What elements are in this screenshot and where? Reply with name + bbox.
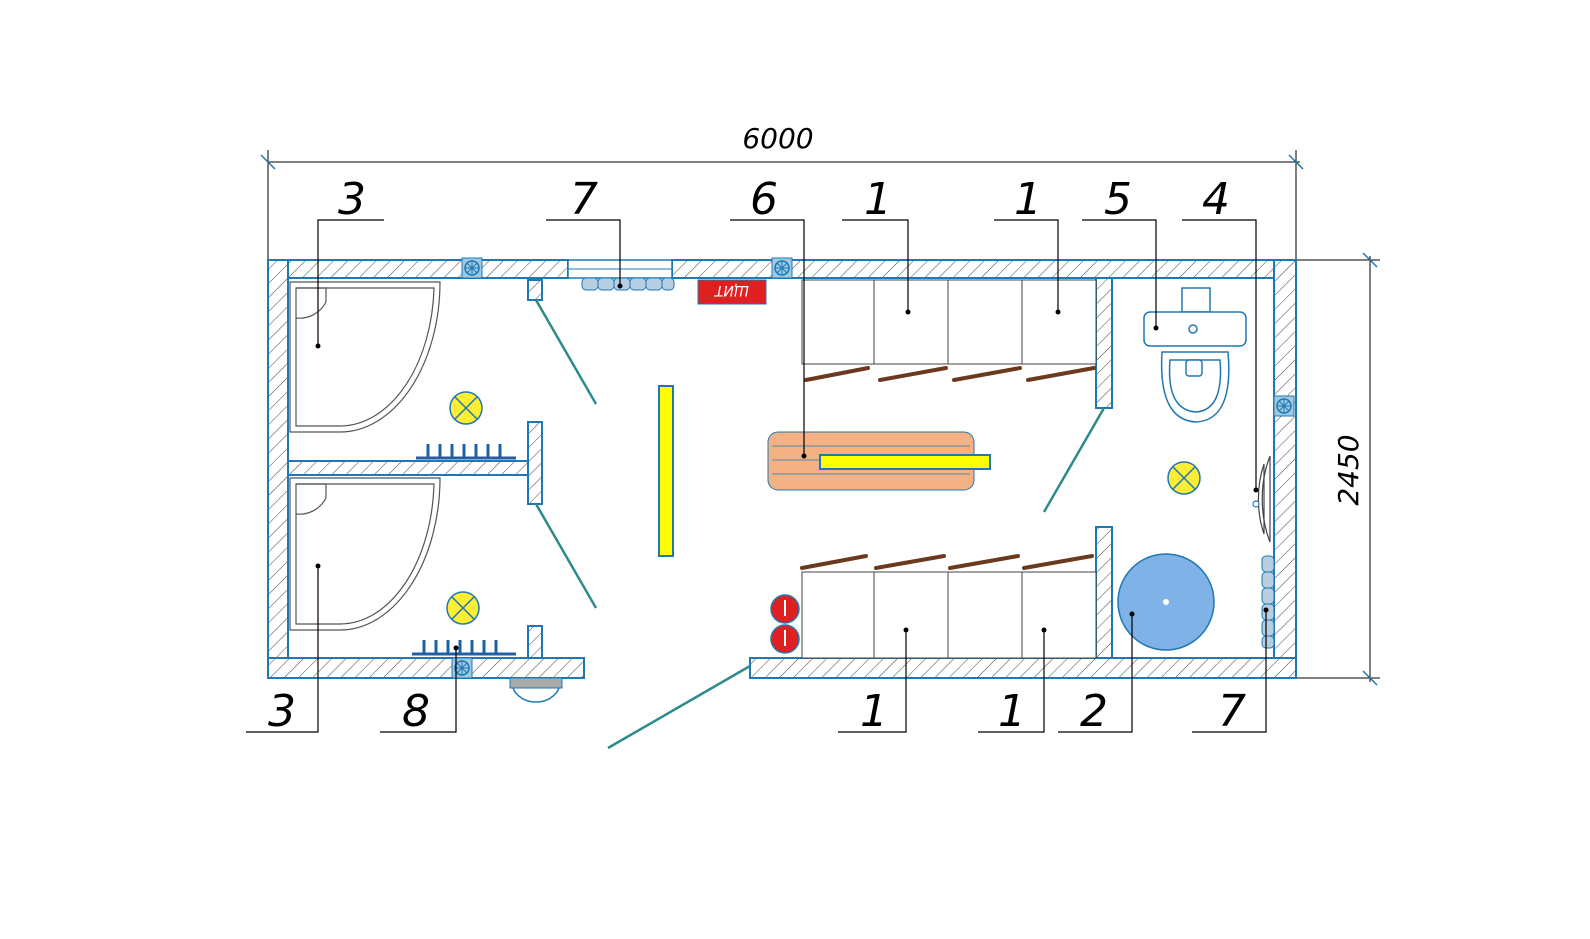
vent-fan-icon xyxy=(461,257,483,279)
callout-2: 2 xyxy=(1080,686,1108,737)
toilet-icon xyxy=(1143,287,1247,423)
changing-bench xyxy=(767,431,991,491)
door-swing-lines xyxy=(534,299,1106,750)
callout-dots xyxy=(315,283,1269,651)
callout-6: 6 xyxy=(750,174,778,225)
shower-cabin-top xyxy=(289,281,441,433)
lockers-bottom xyxy=(801,571,1097,659)
callout-5: 5 xyxy=(1104,174,1132,225)
fire-extinguisher-icon xyxy=(770,594,800,654)
callout-3-top: 3 xyxy=(338,174,366,225)
electrical-panel: ЩИТ xyxy=(697,279,767,305)
callout-8: 8 xyxy=(402,686,430,737)
callout-1-top-a: 1 xyxy=(864,174,892,225)
vent-fan-icon xyxy=(1273,395,1295,417)
vent-fan-icon xyxy=(771,257,793,279)
radiator-icon xyxy=(412,640,516,656)
dimension-width: 6000 xyxy=(260,122,1304,262)
ceiling-lamp-icon xyxy=(446,591,480,625)
callout-7-top: 7 xyxy=(570,174,598,225)
dimension-height-label: 2450 xyxy=(1332,434,1365,505)
ceiling-lamp-icon xyxy=(449,391,483,425)
lockers-top xyxy=(801,279,1097,365)
callout-7-bottom: 7 xyxy=(1218,686,1246,737)
outdoor-light-icon xyxy=(509,677,563,703)
water-heater-icon xyxy=(1117,553,1215,651)
wall-bench xyxy=(658,385,674,557)
radiator-icon xyxy=(416,444,516,460)
electrical-panel-label: ЩИТ xyxy=(713,282,749,298)
dimension-height: 2450 xyxy=(1296,252,1380,686)
washbasin-icon xyxy=(1252,455,1271,543)
shower-cabin-bottom xyxy=(289,477,441,631)
locker-doors-top xyxy=(804,366,1096,382)
ceiling-lamp-icon xyxy=(1167,461,1201,495)
callout-1-bottom-a: 1 xyxy=(860,686,888,737)
dimension-width-label: 6000 xyxy=(742,122,813,155)
callout-1-top-b: 1 xyxy=(1014,174,1042,225)
callout-1-bottom-b: 1 xyxy=(998,686,1026,737)
locker-doors-bottom xyxy=(800,554,1094,570)
exterior-walls xyxy=(267,259,1297,679)
radiator-sections xyxy=(1261,555,1275,649)
callout-3-bottom: 3 xyxy=(268,686,296,737)
vent-fan-icon xyxy=(451,657,473,679)
radiator-sections xyxy=(581,277,675,291)
callout-leaders xyxy=(246,219,1267,733)
callout-4: 4 xyxy=(1202,174,1230,225)
